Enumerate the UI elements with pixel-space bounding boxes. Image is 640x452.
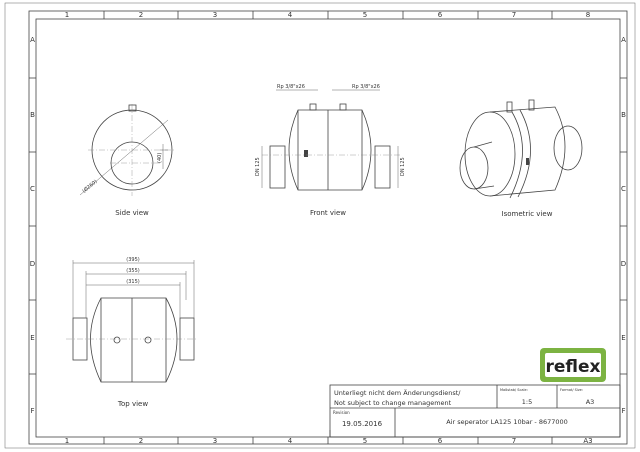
col-label: 5	[363, 11, 367, 19]
col-label: 2	[139, 437, 143, 445]
format-label: Format/ Size:	[560, 388, 583, 392]
col-label: 3	[213, 11, 217, 19]
col-label: 4	[288, 11, 293, 19]
dn-left-dim: DN 125	[255, 157, 261, 176]
col-label: 6	[438, 11, 443, 19]
col-label: 5	[363, 437, 367, 445]
zone-dividers	[29, 11, 627, 444]
side-view-label: Side view	[115, 209, 149, 217]
col-label: 7	[512, 11, 516, 19]
row-label: A	[621, 36, 626, 44]
col-label: 7	[512, 437, 516, 445]
format-value: A3	[586, 398, 595, 406]
nameplate	[304, 150, 308, 157]
isometric-view-label: Isometric view	[502, 210, 553, 218]
front-view-label: Front view	[310, 209, 346, 217]
scale-value: 1:5	[522, 398, 532, 406]
sheet-border	[4, 2, 636, 449]
row-label: C	[621, 185, 626, 193]
top-dim-395: (395)	[126, 257, 139, 263]
side-diameter-dim: (Ø260)	[81, 178, 99, 195]
col-label: A3	[583, 437, 592, 445]
col-label: 4	[288, 437, 293, 445]
col-label: 1	[65, 11, 69, 19]
row-label: B	[621, 111, 626, 119]
top-dim-315: (315)	[126, 279, 139, 285]
col-label: 6	[438, 437, 443, 445]
top-view-label: Top view	[117, 400, 148, 408]
logo-text: reflex	[545, 357, 600, 377]
side-offset-dim: (40)	[157, 153, 163, 163]
side-view: (40) (Ø260) Side view	[79, 104, 176, 217]
port-right-dim: Rp 3/8"x26	[352, 84, 380, 90]
notice-line-2: Not subject to change management	[334, 399, 452, 407]
row-label: F	[30, 407, 34, 415]
dn-right-dim: DN 125	[400, 157, 406, 176]
scale-label: Maßstab/ Scale:	[500, 388, 528, 392]
top-view: (395) (355) (315) Top view	[66, 257, 198, 408]
col-label: 1	[65, 437, 69, 445]
isometric-view: Isometric view	[459, 99, 583, 218]
row-label: B	[30, 111, 35, 119]
reflex-logo: reflex	[540, 348, 606, 382]
drawing-title: Air seperator LA125 10bar - 8677000	[446, 418, 568, 426]
title-block: Unterliegt nicht dem Änderungsdienst/ No…	[329, 384, 621, 438]
row-label: A	[30, 36, 35, 44]
front-view: Rp 3/8"x26 Rp 3/8"x26 DN 125 DN 125 Fron…	[255, 84, 406, 217]
row-label: D	[30, 260, 35, 268]
row-label: F	[621, 407, 625, 415]
col-label: 3	[213, 437, 217, 445]
row-label: C	[30, 185, 35, 193]
zone-border	[28, 10, 628, 445]
row-label: E	[30, 334, 34, 342]
col-label: 8	[586, 11, 590, 19]
notice-line-1: Unterliegt nicht dem Änderungsdienst/	[334, 388, 461, 397]
col-label: 2	[139, 11, 143, 19]
port-left-dim: Rp 3/8"x26	[277, 84, 305, 90]
row-label: E	[621, 334, 625, 342]
drawing-frame	[35, 18, 621, 438]
revision-date: 19.05.2016	[342, 420, 383, 428]
row-label: D	[621, 260, 626, 268]
top-dim-355: (355)	[126, 268, 139, 274]
revision-label: Revision	[333, 410, 350, 415]
